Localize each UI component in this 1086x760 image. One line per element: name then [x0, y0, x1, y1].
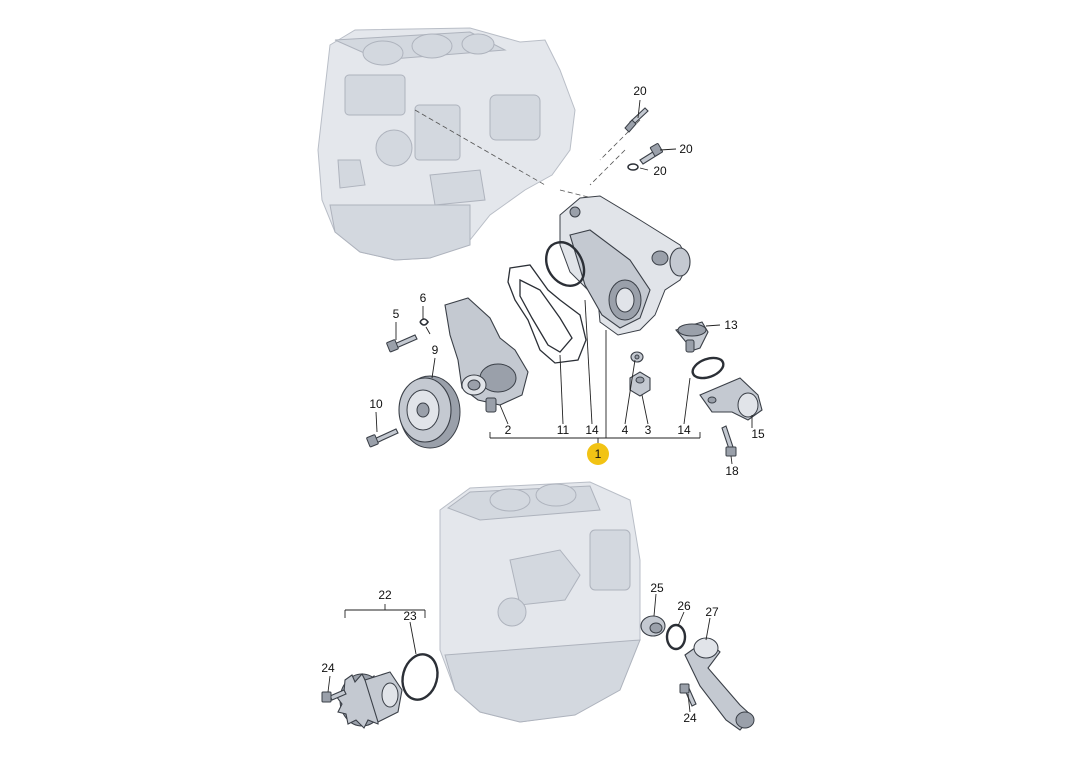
nut-4 — [630, 351, 644, 363]
plug-25 — [640, 615, 666, 637]
water-pump-gasket — [507, 264, 587, 364]
coolant-housing — [559, 195, 691, 336]
bolt-10 — [366, 428, 399, 448]
engine-block-top — [317, 27, 576, 261]
o-ring-housing — [545, 241, 586, 287]
group-bracket-22 — [344, 604, 426, 618]
bolt-24-left — [321, 689, 347, 703]
callout-20-top: 20 — [633, 84, 647, 98]
engine-block-bottom — [439, 481, 641, 723]
callout-3: 3 — [645, 423, 652, 437]
callout-27: 27 — [705, 605, 719, 619]
callout-10: 10 — [369, 397, 383, 411]
thermostat — [675, 321, 709, 353]
callout-23: 23 — [403, 609, 417, 623]
callout-24-left: 24 — [321, 661, 335, 675]
callout-13: 13 — [724, 318, 738, 332]
stud-20 — [624, 107, 649, 133]
callout-1: 1 — [595, 447, 602, 461]
callout-18: 18 — [725, 464, 739, 478]
callout-14-left: 14 — [585, 423, 599, 437]
callout-11: 11 — [557, 423, 570, 437]
bolt-18 — [721, 425, 737, 457]
bolt-24-right — [679, 683, 697, 707]
callout-14-right: 14 — [677, 423, 691, 437]
callout-4: 4 — [622, 423, 629, 437]
callout-20-middle: 20 — [679, 142, 693, 156]
leader-lines — [327, 99, 753, 713]
callout-2: 2 — [505, 423, 512, 437]
callout-15: 15 — [751, 427, 765, 441]
callout-20-lower: 20 — [653, 164, 667, 178]
callout-5: 5 — [393, 307, 400, 321]
coolant-pipe — [684, 637, 755, 731]
callout-9: 9 — [432, 343, 439, 357]
callout-25: 25 — [650, 581, 664, 595]
o-ring-26 — [665, 623, 687, 651]
bolt-5 — [386, 334, 418, 353]
washer-20 — [627, 163, 639, 171]
coolant-flange — [699, 377, 763, 421]
callout-labels: 1 2 3 4 5 6 9 10 11 13 14 14 15 18 20 20… — [321, 84, 765, 725]
callout-22: 22 — [378, 588, 392, 602]
water-pump — [444, 297, 529, 413]
crank-pulley — [398, 375, 461, 449]
clip-6 — [419, 318, 431, 335]
callout-26: 26 — [677, 599, 691, 613]
callout-24-right: 24 — [683, 711, 697, 725]
o-ring-14 — [691, 356, 725, 380]
water-pump-gear — [335, 671, 403, 729]
bolt-20 — [639, 143, 663, 165]
callout-6: 6 — [420, 291, 427, 305]
o-ring-23 — [401, 653, 439, 701]
callout-1-highlight — [587, 443, 609, 465]
